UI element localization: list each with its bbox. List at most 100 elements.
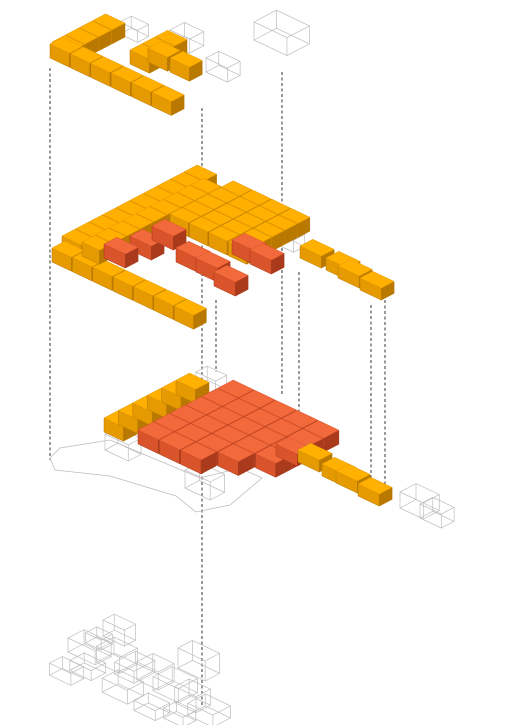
- wireframe-edge: [177, 660, 221, 682]
- red-block-top: [302, 420, 340, 439]
- red-block-top: [195, 251, 231, 269]
- red-block-top: [158, 431, 196, 451]
- orange-block-top: [335, 464, 371, 482]
- orange-block-top: [132, 279, 167, 297]
- orange-block-top: [147, 41, 181, 58]
- orange-block-top: [90, 56, 124, 73]
- wireframe-edge: [136, 671, 175, 691]
- orange-block-top: [357, 477, 393, 495]
- wireframe-edge: [113, 650, 156, 672]
- orange-block-top: [176, 185, 209, 201]
- red-block-top: [212, 425, 249, 444]
- red-block-top: [213, 265, 249, 283]
- orange-block-top: [182, 200, 214, 217]
- detached-wireframe: [399, 483, 455, 529]
- orange-block-top: [65, 27, 99, 45]
- red-block-top: [185, 396, 223, 415]
- orange-block-top: [153, 289, 187, 306]
- red-block-top: [222, 398, 260, 417]
- wireframe-edge: [186, 705, 232, 725]
- upper-level: [51, 164, 395, 330]
- middle-level: [49, 365, 393, 513]
- wireframe-edge: [253, 27, 311, 56]
- red-block-top: [175, 241, 211, 259]
- wireframe-edge: [173, 694, 212, 714]
- wireframe-edge: [101, 683, 145, 705]
- red-block-top: [103, 237, 139, 255]
- orange-block-top: [155, 30, 188, 47]
- orange-block-top: [214, 203, 246, 219]
- orange-block-top: [169, 207, 201, 223]
- red-block-top: [151, 219, 187, 237]
- wireframe-edge: [67, 643, 112, 666]
- red-block-top: [228, 416, 265, 435]
- orange-block-top: [227, 196, 259, 213]
- orange-block-top: [190, 177, 222, 194]
- orange-block-top: [253, 221, 285, 238]
- red-block-top: [169, 404, 207, 424]
- red-block-top: [217, 443, 255, 462]
- orange-block-top: [151, 85, 185, 102]
- orange-block-top: [201, 209, 234, 226]
- orange-block-top: [108, 220, 141, 237]
- orange-block-top: [173, 298, 207, 316]
- wireframe-edge: [177, 640, 221, 662]
- orange-block-top: [188, 216, 221, 233]
- orange-block-top: [246, 205, 279, 222]
- red-block-top: [238, 389, 276, 409]
- red-block-top: [281, 410, 319, 429]
- wireframe-edge: [48, 656, 85, 674]
- wireframe-edge: [104, 442, 142, 462]
- orange-block-top: [207, 187, 240, 203]
- roof-level: [49, 9, 311, 116]
- wireframe-edge: [136, 653, 175, 673]
- red-block-top: [260, 400, 297, 419]
- projection-lines: [49, 68, 386, 705]
- orange-block-top: [221, 219, 253, 235]
- red-block-top: [137, 421, 175, 440]
- orange-block-top: [240, 189, 272, 206]
- wireframe-edge: [84, 626, 114, 641]
- orange-block-top: [69, 46, 104, 64]
- red-block-top: [180, 442, 217, 461]
- wireframe-edge: [195, 365, 228, 382]
- wireframe-edge: [399, 483, 441, 504]
- orange-block-top: [112, 270, 146, 287]
- orange-block-top: [135, 206, 168, 222]
- red-block-top: [190, 415, 228, 434]
- orange-block-top: [149, 199, 181, 215]
- red-block-top: [217, 379, 255, 398]
- orange-block-top: [233, 212, 266, 228]
- orange-block-top: [278, 208, 311, 224]
- wireframe-edge: [152, 680, 199, 704]
- red-block-top: [249, 243, 285, 261]
- orange-block-top: [208, 225, 240, 242]
- orange-block-top: [163, 192, 195, 208]
- wireframe-edge: [419, 510, 455, 529]
- red-block-top: [206, 406, 244, 425]
- red-block-top: [249, 426, 287, 446]
- orange-block-top: [297, 443, 333, 461]
- wireframe-edge: [169, 22, 205, 40]
- orange-block-top: [122, 213, 154, 230]
- orange-block-top: [259, 198, 291, 215]
- orange-block-top: [130, 75, 165, 93]
- red-block-top: [244, 408, 281, 427]
- red-block-top: [174, 423, 212, 442]
- orange-block-top: [175, 372, 210, 390]
- orange-block-top: [110, 66, 144, 83]
- orange-block-top: [92, 13, 126, 31]
- orange-block-top: [220, 180, 253, 197]
- orange-block-top: [183, 164, 218, 182]
- wireframe-edge: [205, 50, 241, 69]
- red-block-top: [196, 433, 233, 452]
- orange-block-top: [299, 239, 335, 257]
- orange-block-top: [49, 37, 83, 54]
- red-block-top: [265, 418, 303, 437]
- orange-block-top: [359, 271, 395, 289]
- red-block-top: [153, 413, 191, 432]
- orange-block-top: [169, 51, 203, 68]
- orange-block-top: [266, 214, 298, 231]
